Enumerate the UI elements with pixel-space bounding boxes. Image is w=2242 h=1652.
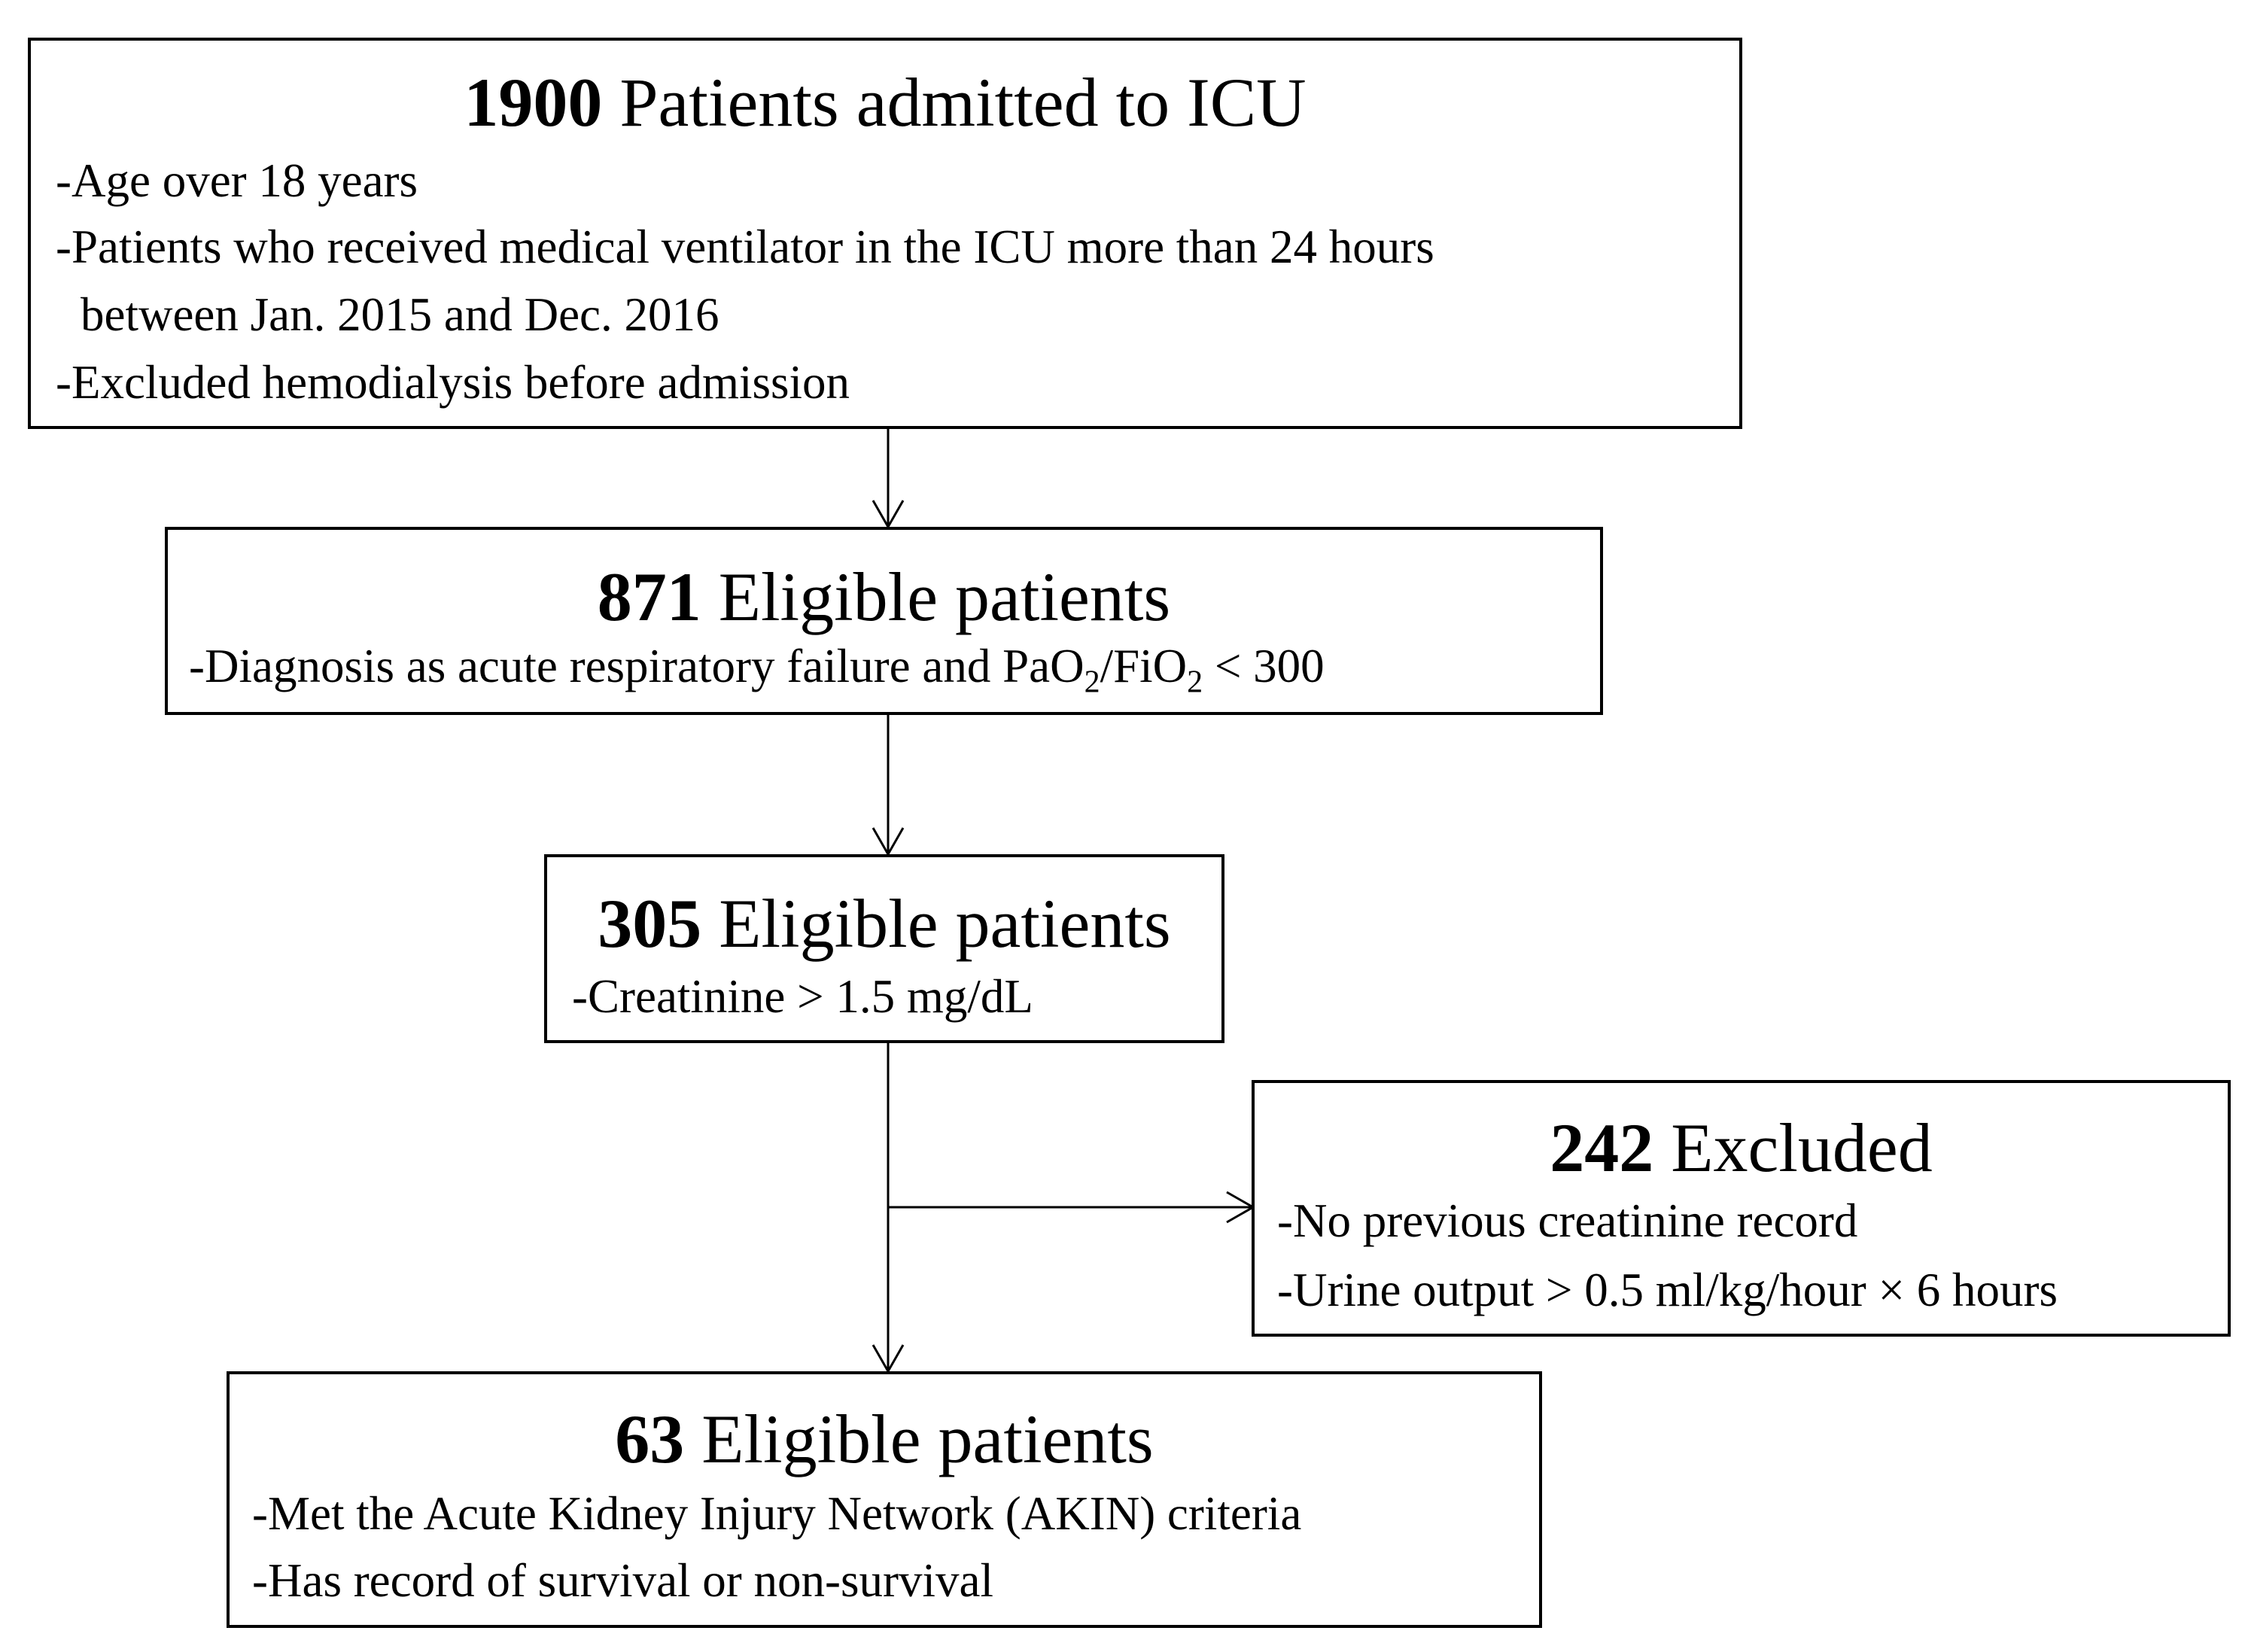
box-eligible-63: 63 Eligible patients -Met the Acute Kidn… <box>227 1371 1542 1628</box>
criteria-line: -Patients who received medical ventilato… <box>56 221 1434 273</box>
criteria-line: -Age over 18 years <box>56 154 418 207</box>
eligible-63-title-text: Eligible patients <box>701 1401 1154 1477</box>
criteria-line: -No previous creatinine record <box>1277 1194 1858 1247</box>
box-excluded-title: 242 Excluded <box>1255 1113 2228 1182</box>
criteria-line: -Creatinine > 1.5 mg/dL <box>572 970 1033 1023</box>
box-admitted: 1900 Patients admitted to ICU -Age over … <box>28 38 1742 429</box>
box-eligible-63-title: 63 Eligible patients <box>230 1404 1539 1474</box>
eligible-871-title-text: Eligible patients <box>718 558 1171 635</box>
criteria-line: -Urine output > 0.5 ml/kg/hour × 6 hours <box>1277 1264 2058 1316</box>
eligible-305-title-text: Eligible patients <box>719 885 1171 962</box>
criteria-line: -Diagnosis as acute respiratory failure … <box>189 643 1325 698</box>
box-eligible-871-title: 871 Eligible patients <box>168 562 1600 631</box>
eligible-871-count: 871 <box>597 558 701 635</box>
box-admitted-title: 1900 Patients admitted to ICU <box>31 68 1739 137</box>
criteria-line: -Has record of survival or non-survival <box>252 1554 993 1607</box>
box-eligible-305: 305 Eligible patients -Creatinine > 1.5 … <box>544 854 1224 1043</box>
criteria-text: /FiO <box>1100 640 1188 692</box>
excluded-count: 242 <box>1550 1109 1654 1186</box>
eligible-63-count: 63 <box>615 1401 685 1477</box>
subscript: 2 <box>1187 665 1203 700</box>
admitted-count: 1900 <box>464 64 603 141</box>
criteria-text: < 300 <box>1203 640 1325 692</box>
excluded-title-text: Excluded <box>1671 1109 1933 1186</box>
box-eligible-871: 871 Eligible patients -Diagnosis as acut… <box>165 527 1603 715</box>
criteria-line: -Excluded hemodialysis before admission <box>56 356 850 409</box>
criteria-line: between Jan. 2015 and Dec. 2016 <box>81 288 719 341</box>
box-excluded: 242 Excluded -No previous creatinine rec… <box>1252 1080 2231 1337</box>
eligible-305-count: 305 <box>598 885 702 962</box>
box-eligible-305-title: 305 Eligible patients <box>547 889 1221 958</box>
subscript: 2 <box>1084 665 1100 700</box>
admitted-title-text: Patients admitted to ICU <box>619 64 1307 141</box>
criteria-line: -Met the Acute Kidney Injury Network (AK… <box>252 1487 1302 1540</box>
criteria-text: -Diagnosis as acute respiratory failure … <box>189 640 1084 692</box>
